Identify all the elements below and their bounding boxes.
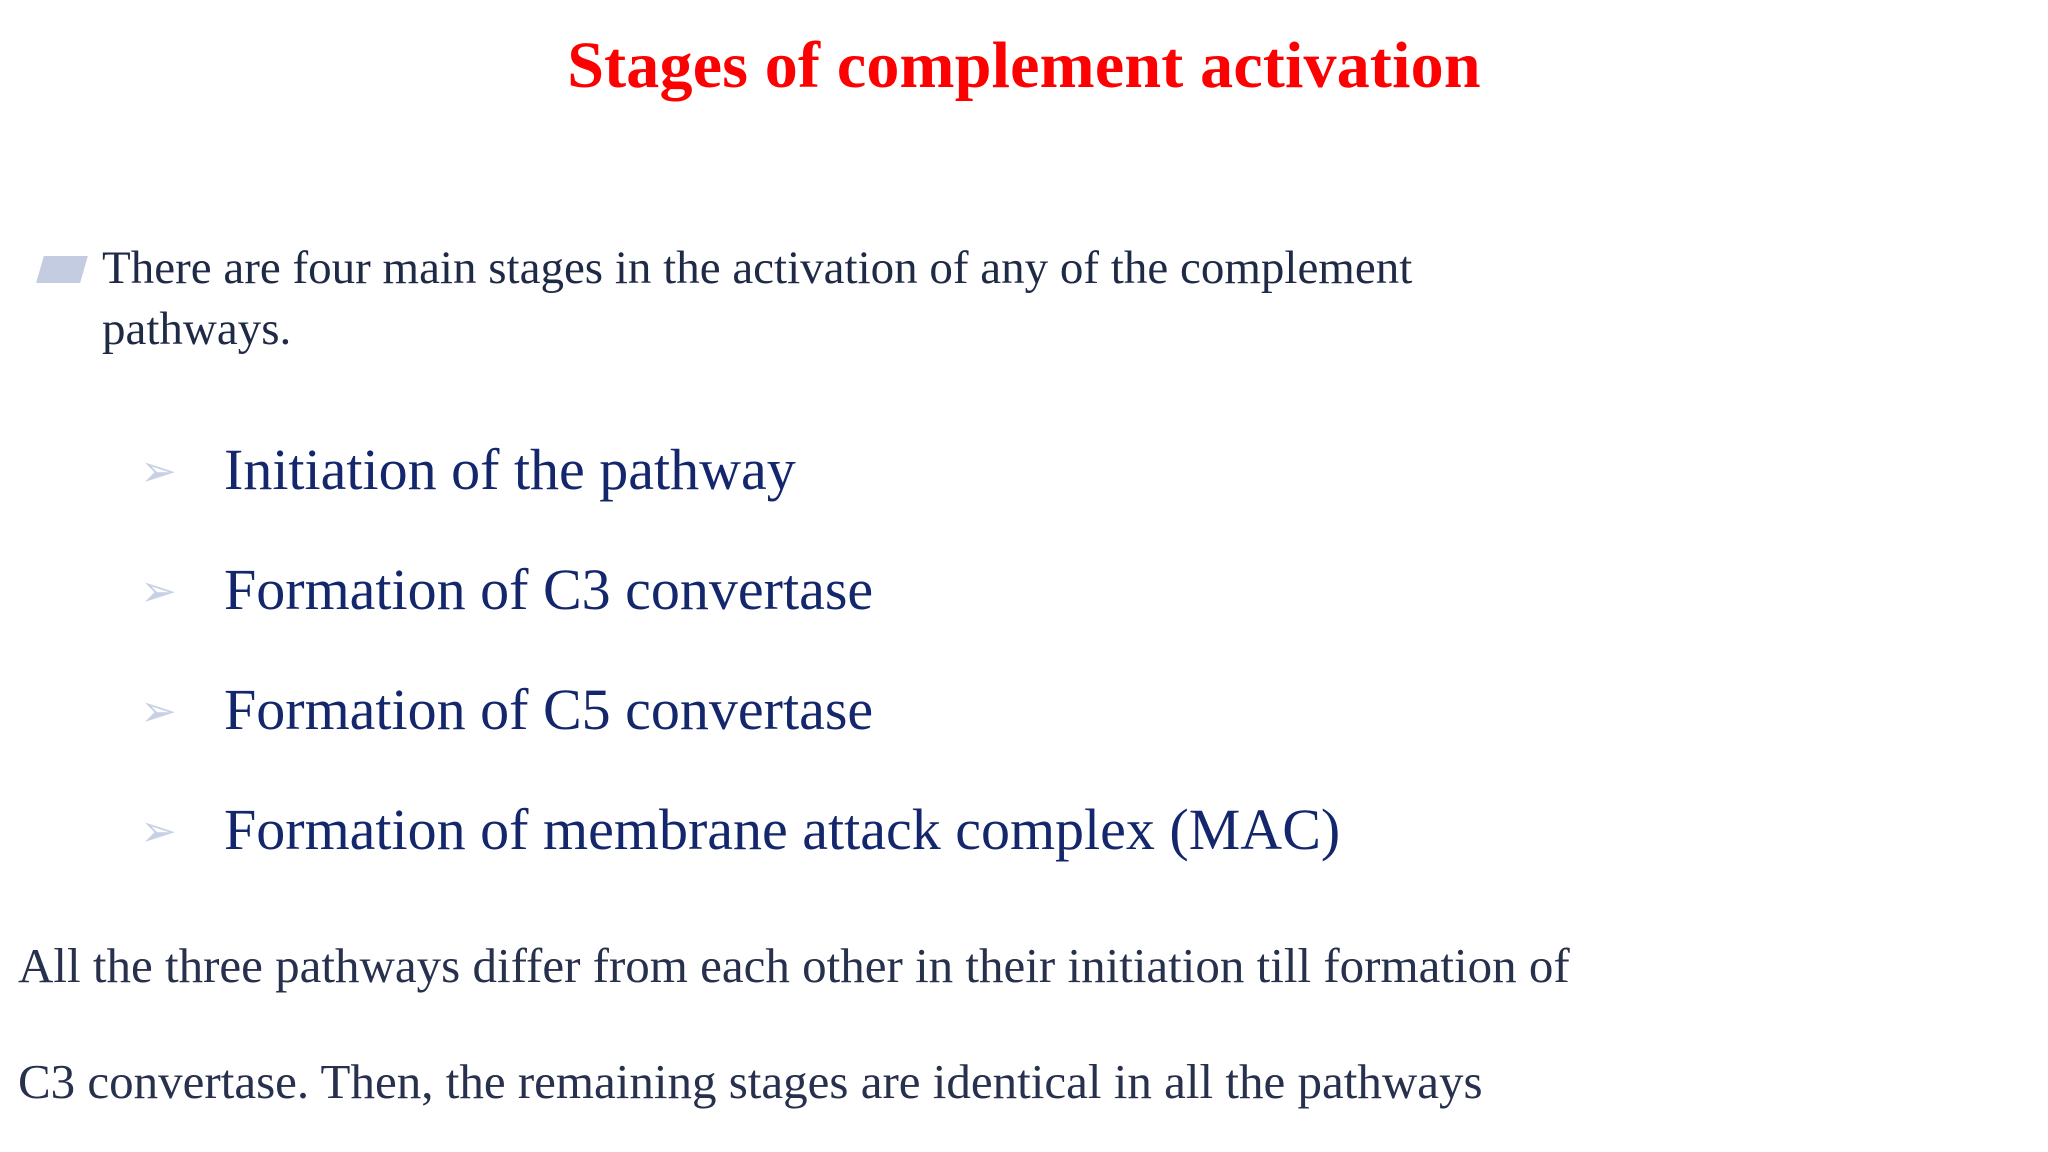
stage-item-label: Formation of membrane attack complex (MA…: [224, 797, 1341, 863]
arrowhead-bullet-icon: ➢: [140, 806, 177, 857]
arrowhead-bullet-icon: ➢: [140, 686, 177, 737]
stages-list: ➢ Initiation of the pathway ➢ Formation …: [140, 410, 2020, 890]
closing-line-1: All the three pathways differ from each …: [18, 938, 1570, 993]
stage-item-label: Formation of C3 convertase: [224, 557, 874, 623]
arrowhead-bullet-icon: ➢: [140, 446, 177, 497]
closing-paragraph: All the three pathways differ from each …: [18, 908, 2030, 1140]
intro-bullet-item: There are four main stages in the activa…: [36, 238, 2010, 360]
arrowhead-bullet-icon: ➢: [140, 566, 177, 617]
intro-line-2: pathways.: [102, 303, 292, 356]
stage-item-label: Initiation of the pathway: [224, 437, 796, 503]
parallelogram-bullet-icon: [36, 238, 94, 283]
slide-title: Stages of complement activation: [567, 29, 1481, 102]
intro-bullet-text: There are four main stages in the activa…: [102, 238, 2010, 360]
stage-item-label: Formation of C5 convertase: [224, 677, 874, 743]
intro-line-1: There are four main stages in the activa…: [102, 242, 1413, 294]
stage-item-c3-convertase: ➢ Formation of C3 convertase: [140, 530, 2020, 650]
closing-line-2: C3 convertase. Then, the remaining stage…: [18, 1054, 1483, 1109]
stage-item-membrane-attack-complex: ➢ Formation of membrane attack complex (…: [140, 770, 2020, 890]
stage-item-c5-convertase: ➢ Formation of C5 convertase: [140, 650, 2020, 770]
stage-item-initiation: ➢ Initiation of the pathway: [140, 410, 2020, 530]
